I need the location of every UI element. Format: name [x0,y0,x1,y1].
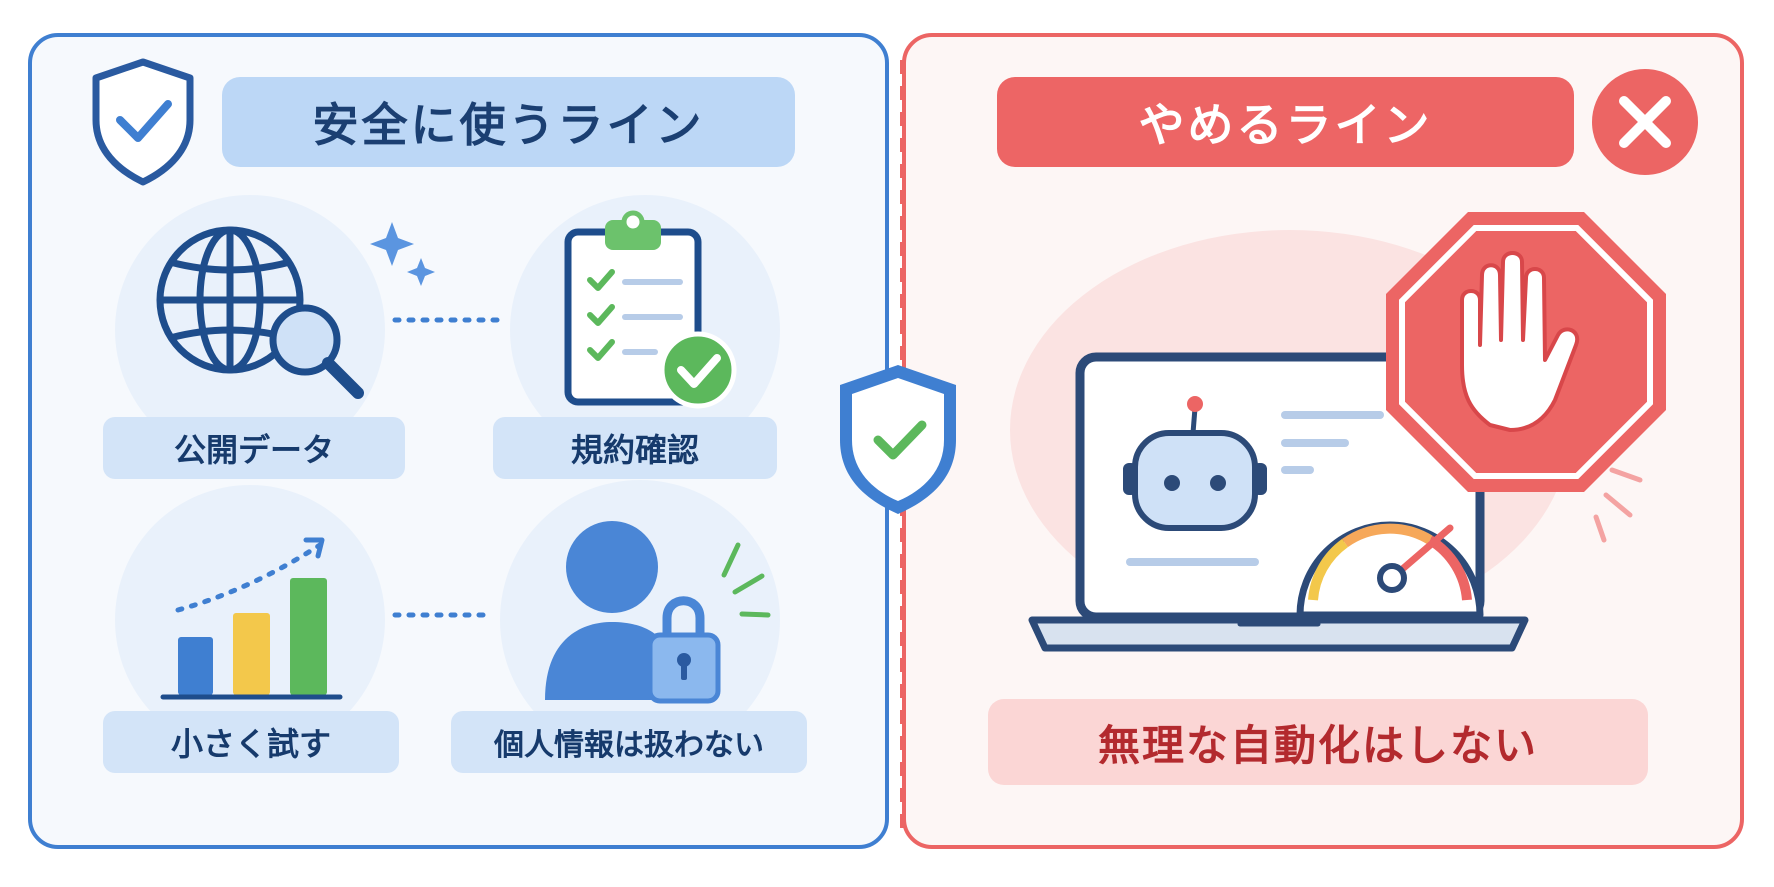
no-forced-automation-caption: 無理な自動化はしない [988,699,1648,785]
clipboard-checklist-icon [564,210,737,409]
globe-search-icon [156,226,364,399]
small-trial-label: 小さく試す [103,711,399,773]
sparkle-icon [370,222,435,286]
safe-line-title: 安全に使うライン [222,77,795,167]
bar-chart-growth-icon [160,537,343,700]
close-x-icon [1592,69,1698,175]
stop-line-title: やめるライン [997,77,1574,167]
center-shield-check-icon [840,365,956,514]
terms-check-label: 規約確認 [493,417,777,479]
person-lock-icon [545,521,771,704]
no-personal-info-label: 個人情報は扱わない [451,711,807,773]
stop-hand-sign-icon [1386,212,1666,543]
public-data-label: 公開データ [103,417,405,479]
speedometer-icon [1296,521,1484,619]
shield-check-icon [92,58,194,186]
